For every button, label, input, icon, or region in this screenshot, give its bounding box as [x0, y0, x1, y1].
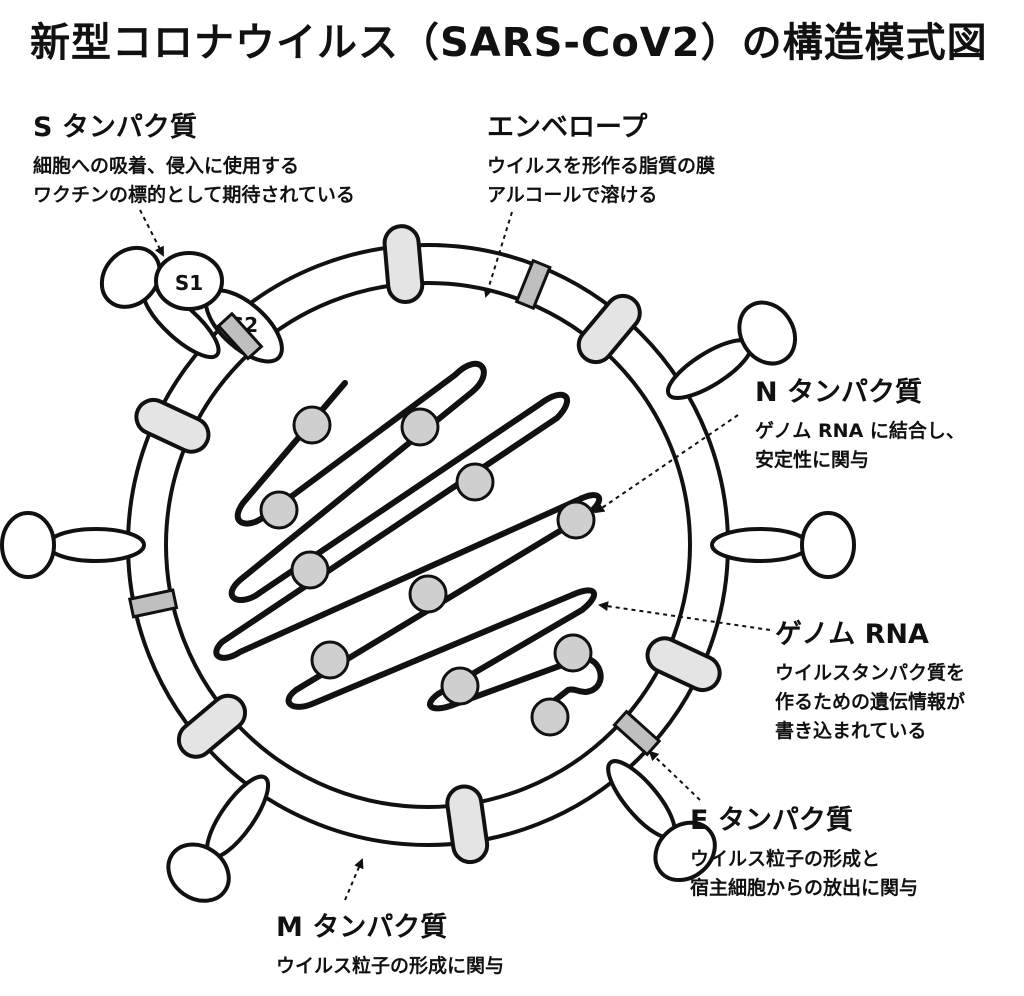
- s-protein-arrow: [139, 209, 164, 257]
- spike-protein: [0, 511, 146, 579]
- e-protein-label: E タンパク質 ウイルス粒子の形成と 宿主細胞からの放出に関与: [690, 798, 918, 903]
- description-line: ワクチンの標的として期待されている: [33, 184, 355, 206]
- envelope-membrane: [126, 243, 730, 847]
- description-line: ウイルスタンパク質を: [775, 662, 966, 684]
- envelope-label: エンベロープ ウイルスを形作る脂質の膜 アルコールで溶ける: [487, 105, 715, 210]
- description-line: ゲノム RNA に結合し、: [755, 420, 965, 442]
- e-protein: [514, 258, 552, 311]
- description-line: 作るための遺伝情報が: [775, 691, 966, 713]
- page-title: 新型コロナウイルス（SARS-CoV2）の構造模式図: [30, 20, 988, 66]
- description-line: 安定性に関与: [755, 449, 870, 471]
- spike-protein: [606, 759, 717, 883]
- n-protein: [400, 407, 440, 447]
- spike-protein: [166, 774, 271, 903]
- n-protein: [455, 462, 495, 502]
- description-line: ウイルス粒子の形成と: [690, 848, 881, 870]
- e-proteins: [127, 258, 662, 757]
- description-line: 書き込まれている: [775, 720, 927, 742]
- description-line: 宿主細胞からの放出に関与: [690, 877, 919, 899]
- n-protein: [310, 640, 350, 680]
- annotation-arrows: [139, 209, 771, 901]
- n-protein: [408, 574, 448, 614]
- n-protein: [259, 490, 299, 530]
- m-protein: [134, 397, 211, 454]
- spike-protein: [710, 511, 856, 579]
- spike-protein: [665, 300, 798, 400]
- n-proteins: [259, 405, 596, 737]
- e-protein-description: ウイルス粒子の形成と 宿主細胞からの放出に関与: [690, 845, 918, 903]
- envelope-arrow: [483, 211, 513, 298]
- m-protein: [176, 693, 248, 759]
- s-protein-heading: S タンパク質: [33, 112, 197, 143]
- e-protein: [127, 588, 179, 619]
- spike-protein: [99, 245, 221, 360]
- description-line: ウイルス粒子の形成に関与: [276, 955, 505, 977]
- m-protein-label: M タンパク質 ウイルス粒子の形成に関与: [276, 905, 504, 981]
- n-protein: [292, 405, 332, 445]
- m-protein: [445, 784, 490, 865]
- m-protein-description: ウイルス粒子の形成に関与: [276, 952, 504, 981]
- description-line: アルコールで溶ける: [487, 184, 658, 206]
- s1-label: S1: [175, 271, 203, 295]
- description-line: 細胞への吸着、侵入に使用する: [33, 155, 300, 177]
- s1-subunit: [154, 251, 224, 311]
- n-protein: [553, 633, 593, 673]
- n-protein-description: ゲノム RNA に結合し、 安定性に関与: [755, 417, 965, 475]
- n-protein: [440, 666, 480, 706]
- e-protein: [612, 709, 662, 757]
- genome-rna-heading: ゲノム RNA: [775, 619, 929, 650]
- spike-proteins: [0, 245, 856, 903]
- n-protein-label: N タンパク質 ゲノム RNA に結合し、 安定性に関与: [755, 370, 965, 475]
- s-protein-label: S タンパク質 細胞への吸着、侵入に使用する ワクチンの標的として期待されている: [33, 105, 355, 210]
- e-protein: [216, 311, 264, 361]
- m-protein: [645, 636, 722, 693]
- n-protein: [290, 550, 330, 590]
- e-protein-arrow: [648, 750, 701, 801]
- m-protein-heading: M タンパク質: [276, 912, 448, 943]
- envelope-heading: エンベロープ: [487, 112, 648, 143]
- genome-rna-arrow: [598, 601, 771, 631]
- s-protein-description: 細胞への吸着、侵入に使用する ワクチンの標的として期待されている: [33, 152, 355, 210]
- genome-rna-label: ゲノム RNA ウイルスタンパク質を 作るための遺伝情報が 書き込まれている: [775, 612, 965, 746]
- m-protein-arrow: [344, 858, 364, 901]
- envelope-description: ウイルスを形作る脂質の膜 アルコールで溶ける: [487, 152, 715, 210]
- e-protein-heading: E タンパク質: [690, 805, 853, 836]
- n-protein-heading: N タンパク質: [755, 377, 922, 408]
- genome-rna-description: ウイルスタンパク質を 作るための遺伝情報が 書き込まれている: [775, 659, 965, 746]
- m-protein: [576, 293, 642, 365]
- description-line: ウイルスを形作る脂質の膜: [487, 155, 716, 177]
- n-protein: [556, 500, 596, 540]
- n-protein: [530, 697, 570, 737]
- m-protein: [382, 224, 425, 304]
- m-proteins: [134, 224, 722, 865]
